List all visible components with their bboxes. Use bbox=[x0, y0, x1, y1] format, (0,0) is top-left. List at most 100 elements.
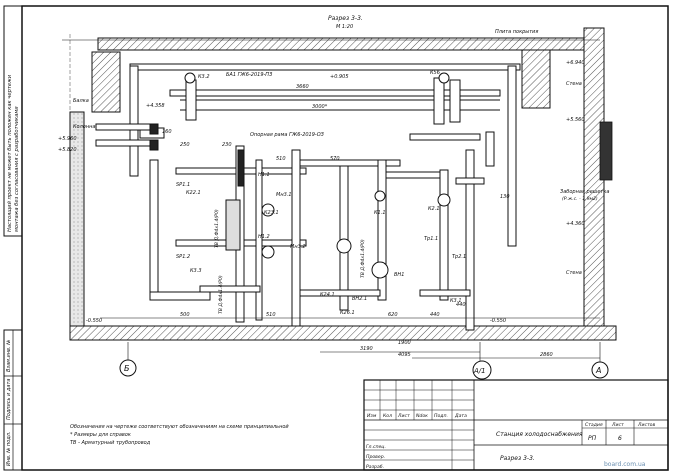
label-plita: Плита покрытия bbox=[495, 29, 538, 35]
dim-230: 230 bbox=[222, 142, 232, 148]
tag-sp11: SP1.1 bbox=[176, 182, 190, 188]
elev-5560: +5.560 bbox=[566, 117, 585, 123]
label-balka: Балка bbox=[73, 98, 89, 104]
tag-k21: К2.1 bbox=[428, 206, 440, 212]
axis-b: Б bbox=[119, 359, 137, 377]
left-stamp-podp: Подпись и дата bbox=[6, 379, 12, 420]
bottom-dimensions bbox=[100, 317, 601, 362]
label-ba1: БА1 ГЖ6-2019-ПЗ bbox=[226, 72, 273, 78]
stamp-stadiya-label: Стадия bbox=[585, 422, 603, 428]
title-block bbox=[363, 379, 669, 471]
stamp-prover: Провер. bbox=[366, 454, 385, 460]
dim-2860: 2860 bbox=[540, 352, 553, 358]
tag-k33: К3.3 bbox=[190, 268, 202, 274]
label-zabor-sub: (Р.ж.с. - 1,9м2) bbox=[562, 196, 598, 202]
tag-k221: К22.1 bbox=[186, 190, 201, 196]
dim-510b: 510 bbox=[266, 312, 276, 318]
stamp-col-podp: Подп. bbox=[434, 413, 448, 419]
tag-n11: Н1.1 bbox=[258, 172, 270, 178]
tag-sp12: SP1.2 bbox=[176, 254, 190, 260]
tag-tv: ТВ Д.Ф4х1.4(Р0) bbox=[214, 209, 220, 248]
axis-a1-label: А/1 bbox=[473, 367, 486, 375]
dim-160: 160 bbox=[162, 129, 172, 135]
dim-4095: 4095 bbox=[398, 352, 411, 358]
tag-tr11: Тр1.1 bbox=[424, 236, 438, 242]
stamp-list: 6 bbox=[618, 435, 622, 442]
dim-3660: 3660 bbox=[296, 84, 309, 90]
dim-570: 570 bbox=[330, 156, 340, 162]
axis-a1: А/1 bbox=[472, 360, 492, 380]
dim-510: 510 bbox=[276, 156, 286, 162]
tag-k56: К56 bbox=[430, 70, 440, 76]
note-line3: ТВ - Арматурный трубопровод bbox=[70, 440, 151, 446]
right-beam bbox=[521, 49, 551, 109]
section-title: Разрез 3-3. bbox=[328, 15, 363, 22]
stamp-stadiya: РП bbox=[588, 435, 597, 442]
label-stena-bottom: Стена bbox=[566, 270, 582, 276]
elev-4360: +4.360 bbox=[566, 221, 585, 227]
left-wall bbox=[69, 111, 85, 327]
elev-4358: +4.358 bbox=[146, 103, 165, 109]
stamp-col-kol: Кол bbox=[383, 413, 392, 419]
tag-k31: К3.1 bbox=[450, 298, 462, 304]
watermark: board.com.ua bbox=[604, 461, 646, 468]
dim-500: 500 bbox=[180, 312, 190, 318]
label-stena-top: Стена bbox=[566, 81, 582, 87]
label-opornaya: Опорная рама ГЖ6-2019-ОЗ bbox=[250, 132, 325, 138]
section-scale: М 1:20 bbox=[336, 24, 353, 30]
stamp-listov-label: Листов bbox=[637, 422, 655, 428]
left-stamp-vzam: Взам.инв. № bbox=[6, 340, 12, 372]
elev-6940: +6.940 bbox=[566, 60, 585, 66]
stamp-list-label: Лист bbox=[611, 422, 624, 428]
stamp-col-ndok: Ndoк bbox=[416, 413, 428, 419]
stamp-col-izm: Изм bbox=[367, 413, 377, 419]
tag-mn31: Мн3.1 bbox=[276, 192, 292, 198]
tag-tv3: ТВ Д.Ф4х1.4(Р0) bbox=[360, 239, 366, 278]
tag-k231: К23.1 bbox=[264, 210, 279, 216]
elev-0905: +0.905 bbox=[330, 74, 349, 80]
tag-tv2: ТВ Д.Ф4х1.4(Р0) bbox=[218, 275, 224, 314]
axis-a-label: А bbox=[595, 366, 601, 375]
dim-440: 440 bbox=[430, 312, 440, 318]
stamp-razrab: Разраб. bbox=[366, 464, 384, 470]
stamp-gip: Гл.спец. bbox=[366, 444, 386, 450]
note-line1: Обозначения на чертеже соответствуют обо… bbox=[70, 424, 289, 430]
dim-1900: 1900 bbox=[398, 340, 411, 346]
tag-k32: К3.2 bbox=[198, 74, 210, 80]
dim-250: 250 bbox=[180, 142, 190, 148]
tag-k11: К1.1 bbox=[374, 210, 386, 216]
dim-3000: 3000* bbox=[312, 104, 328, 110]
stamp-col-data: Дата bbox=[454, 413, 467, 419]
floor-slab bbox=[69, 325, 617, 341]
axis-b-label: Б bbox=[124, 364, 130, 373]
label-zabor: Заборная решетка bbox=[560, 189, 609, 195]
side-note-line2: монтажа без согласования с разработчикам… bbox=[14, 106, 20, 232]
tag-mn32: Мн3.2 bbox=[290, 244, 306, 250]
label-kolonna: Колонна bbox=[73, 124, 95, 130]
stamp-title: Станция холодоснабжения bbox=[496, 431, 583, 438]
elev-5960: +5.960 bbox=[58, 136, 77, 142]
elev-m0550b: -0.550 bbox=[86, 318, 102, 324]
tag-n12: Н1.2 bbox=[258, 234, 270, 240]
tag-vn1: ВН1 bbox=[394, 272, 404, 278]
axis-a: А bbox=[591, 361, 609, 379]
stamp-col-list: Лист bbox=[397, 413, 410, 419]
tag-k241: К24.1 bbox=[320, 292, 335, 298]
elev-5820: +5.820 bbox=[58, 147, 77, 153]
tag-tr21: Тр2.1 bbox=[452, 254, 466, 260]
dim-620: 620 bbox=[388, 312, 398, 318]
left-column bbox=[91, 51, 121, 113]
sheet-frame bbox=[21, 5, 669, 471]
left-stamp-inv: Инв. № подл. bbox=[6, 432, 12, 467]
elev-m0550: -0.550 bbox=[490, 318, 506, 324]
dim-440b: 440 bbox=[456, 302, 466, 308]
tag-vn2: ВН2.1 bbox=[352, 296, 367, 302]
stamp-sheet-title: Разрез 3-3. bbox=[500, 455, 535, 462]
side-note-box bbox=[3, 5, 23, 237]
dim-3190: 3190 bbox=[360, 346, 373, 352]
note-line2: * Размеры для справок bbox=[70, 432, 131, 438]
intake-grille bbox=[599, 121, 613, 181]
side-note-line1: Настоящий проект не может быть положен к… bbox=[7, 74, 13, 232]
dim-130: 130 bbox=[500, 194, 510, 200]
